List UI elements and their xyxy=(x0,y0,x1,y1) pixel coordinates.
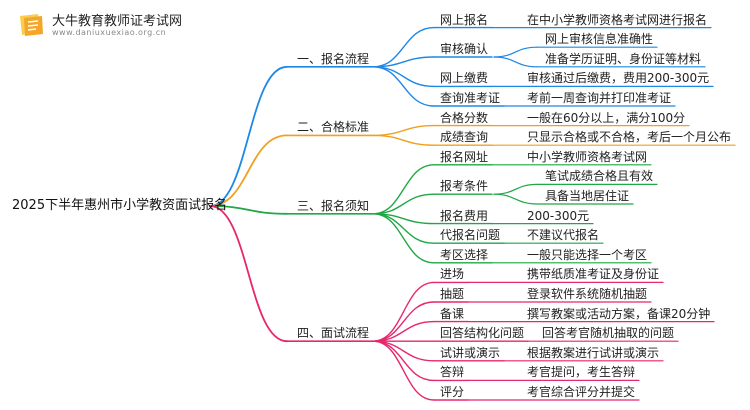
item-0-3: 查询准考证 xyxy=(440,91,501,105)
detail-link xyxy=(493,56,538,68)
branch-link xyxy=(209,65,288,207)
branch-label-0: 一、报名流程 xyxy=(297,51,370,66)
item-link xyxy=(372,213,435,264)
item-3-4: 试讲或演示 xyxy=(440,345,501,360)
item-link xyxy=(372,340,435,401)
detail-text: 考官综合评分并提交 xyxy=(527,385,636,399)
detail-text: 网上审核信息准确性 xyxy=(545,32,654,47)
detail-text: 考前一周查询并打印准考证 xyxy=(527,91,672,105)
item-3-6: 评分 xyxy=(440,385,465,399)
item-0-0: 网上报名 xyxy=(440,12,489,27)
item-3-2: 备课 xyxy=(440,306,465,321)
item-link xyxy=(372,320,435,342)
item-0-2: 网上缴费 xyxy=(440,71,489,86)
detail-text: 笔试成绩合格且有效 xyxy=(545,169,654,184)
detail-text: 审核通过后缴费，费用200-300元 xyxy=(527,71,710,86)
item-3-1: 抽题 xyxy=(440,287,465,301)
detail-text: 只显示合格或不合格，考后一个月公布 xyxy=(527,130,732,145)
detail-link xyxy=(493,46,538,58)
detail-text: 具备当地居住证 xyxy=(545,189,630,203)
item-3-3: 回答结构化问题 xyxy=(440,326,525,341)
item-link xyxy=(372,281,435,342)
detail-text: 200-300元 xyxy=(527,208,590,223)
item-link xyxy=(372,340,435,362)
branch-label-1: 二、合格标准 xyxy=(297,120,370,135)
detail-text: 登录软件系统随机抽题 xyxy=(527,287,648,301)
item-1-1: 成绩查询 xyxy=(440,130,489,145)
detail-text: 撰写教案或活动方案，备课20分钟 xyxy=(527,306,711,321)
logo-icon xyxy=(20,14,43,36)
item-link xyxy=(372,134,435,146)
detail-text: 回答考官随机抽取的问题 xyxy=(542,326,675,341)
detail-text: 根据教案进行试讲或演示 xyxy=(527,345,660,360)
branch-label-2: 三、报名须知 xyxy=(297,198,370,213)
item-link xyxy=(372,164,435,215)
item-link xyxy=(372,66,435,107)
item-link xyxy=(372,193,435,215)
item-2-1: 报考条件 xyxy=(440,179,489,194)
item-1-0: 合格分数 xyxy=(440,110,489,125)
item-link xyxy=(372,66,435,88)
brand-title: 大牛教育教师证考试网 xyxy=(52,14,183,29)
detail-link xyxy=(493,183,538,195)
detail-text: 一般只能选择一个考区 xyxy=(527,247,648,262)
detail-text: 中小学教师资格考试网 xyxy=(527,149,648,164)
item-2-2: 报名费用 xyxy=(440,208,489,223)
branch-link xyxy=(209,205,288,215)
item-2-3: 代报名问题 xyxy=(440,228,501,243)
detail-text: 一般在60分以上，满分100分 xyxy=(527,110,686,125)
branch-link xyxy=(209,134,288,207)
item-2-4: 考区选择 xyxy=(440,247,489,262)
item-2-0: 报名网址 xyxy=(440,149,489,164)
brand-url: www.daniuxuexiao.org.cn xyxy=(52,28,167,37)
item-3-0: 进场 xyxy=(440,267,465,282)
detail-text: 在中小学教师资格考试网进行报名 xyxy=(527,12,708,27)
detail-text: 携带纸质准考证及身份证 xyxy=(527,267,660,282)
item-0-1: 审核确认 xyxy=(440,42,489,56)
item-link xyxy=(372,26,435,68)
item-link xyxy=(372,124,435,137)
detail-text: 考官提问，考生答辩 xyxy=(527,365,636,380)
branch-link xyxy=(209,205,288,343)
item-link xyxy=(372,301,435,342)
root-topic: 2025下半年惠州市小学教资面试报名 xyxy=(12,198,228,213)
detail-text: 准备学历证明、身份证等材料 xyxy=(545,51,702,66)
branch-label-3: 四、面试流程 xyxy=(297,326,370,341)
item-3-5: 答辩 xyxy=(440,365,465,380)
detail-text: 不建议代报名 xyxy=(527,228,600,243)
detail-link xyxy=(493,193,538,205)
item-link xyxy=(372,56,435,68)
